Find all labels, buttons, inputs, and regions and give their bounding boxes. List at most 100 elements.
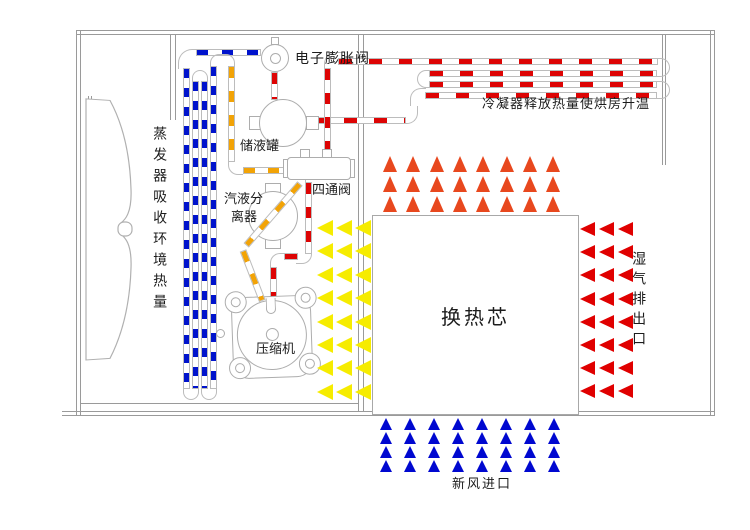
fresh-air-arrows (548, 418, 560, 474)
arrow-left-icon (599, 268, 614, 283)
arrow-left-icon (317, 220, 333, 236)
evaporator-top-ubend (192, 70, 208, 82)
arrow-up-icon (476, 460, 488, 472)
arrow-up-icon (380, 418, 392, 430)
evaporator-coil-tube (201, 81, 208, 389)
fan-hub (117, 221, 133, 237)
arrow-up-icon (522, 176, 537, 192)
arrow-up-icon (500, 432, 512, 444)
suction-pipe-vertical (228, 66, 235, 162)
arrow-up-icon (452, 156, 467, 172)
arrow-up-icon (499, 156, 514, 172)
condenser-airflow-arrows (452, 156, 467, 216)
top-left-duct-wall (170, 35, 176, 120)
arrow-left-icon (618, 314, 633, 329)
fresh-air-arrows (500, 418, 512, 474)
arrow-up-icon (404, 446, 416, 458)
enclosure-left-wall (76, 30, 81, 416)
discharge-pipe-horizontal (284, 253, 298, 260)
arrow-up-icon (380, 460, 392, 472)
arrow-up-icon (452, 196, 467, 212)
expansion-valve-stem (271, 37, 279, 45)
arrow-left-icon (580, 291, 595, 306)
arrow-up-icon (499, 196, 514, 212)
arrow-left-icon (618, 361, 633, 376)
four-way-valve (287, 157, 351, 180)
return-air-arrows (317, 360, 374, 377)
arrow-left-icon (580, 245, 595, 260)
arrow-up-icon (476, 418, 488, 430)
condenser-coil-tube (429, 81, 657, 88)
arrow-left-icon (336, 266, 352, 283)
arrow-up-icon (476, 176, 491, 192)
arrow-up-icon (524, 432, 536, 444)
pipe-bend (410, 88, 426, 106)
arrow-up-icon (524, 460, 536, 472)
pipe-bend (270, 253, 286, 269)
return-air-arrows (317, 383, 374, 400)
separator-label-line1: 汽液分 (224, 192, 264, 207)
condenser-coil-tube (425, 92, 657, 99)
return-air-arrows (317, 290, 374, 307)
fresh-air-arrows (404, 418, 416, 474)
condenser-coil-tube (429, 70, 657, 77)
heat-core-label: 换热芯 (441, 304, 510, 329)
arrow-up-icon (500, 446, 512, 458)
enclosure-top-wall (76, 30, 715, 35)
arrow-up-icon (404, 460, 416, 472)
arrow-left-icon (580, 222, 595, 236)
condenser-airflow-arrows (522, 156, 537, 216)
condenser-note-label: 冷凝器释放热量使烘房升温 (482, 97, 651, 112)
fresh-air-arrows (476, 418, 488, 474)
arrow-up-icon (522, 196, 537, 212)
receiver-tank-label: 储液罐 (240, 139, 280, 154)
fresh-air-arrows (452, 418, 464, 474)
evaporator-coil-tube (210, 66, 217, 389)
arrow-up-icon (476, 156, 491, 172)
fresh-air-arrows (380, 418, 392, 474)
exhaust-air-arrows (580, 245, 637, 260)
fresh-air-arrows (428, 418, 440, 474)
arrow-up-icon (500, 460, 512, 472)
arrow-up-icon (476, 196, 491, 212)
exhaust-air-arrows (580, 291, 637, 306)
condenser-left-ubend (417, 70, 430, 88)
arrow-up-icon (476, 432, 488, 444)
return-air-arrows (317, 337, 374, 353)
heat-exchange-core: 换热芯 (372, 215, 579, 415)
compressor-side-port (216, 329, 225, 338)
arrow-up-icon (429, 176, 444, 192)
arrow-left-icon (317, 313, 333, 330)
arrow-left-icon (336, 290, 352, 307)
arrow-left-icon (599, 222, 614, 236)
arrow-left-icon (580, 338, 595, 352)
arrow-left-icon (355, 220, 371, 236)
exhaust-air-arrows (580, 338, 637, 352)
arrow-left-icon (317, 360, 333, 377)
arrow-up-icon (548, 432, 560, 444)
arrow-left-icon (599, 245, 614, 260)
arrow-left-icon (618, 222, 633, 236)
condenser-coil-tube (338, 58, 658, 65)
compressor-label: 压缩机 (256, 342, 296, 357)
wet-air-outlet-label: 湿气排出口 (630, 251, 647, 351)
pipe-bend (324, 52, 342, 70)
arrow-left-icon (317, 337, 333, 353)
arrow-up-icon (383, 156, 397, 172)
condenser-riser-pipe (324, 68, 331, 160)
exhaust-air-arrows (580, 361, 637, 376)
exhaust-air-arrows (580, 384, 637, 399)
arrow-up-icon (548, 460, 560, 472)
arrow-left-icon (599, 338, 614, 352)
arrow-left-icon (336, 383, 352, 400)
arrow-left-icon (355, 266, 371, 283)
arrow-up-icon (406, 196, 421, 212)
arrow-left-icon (355, 337, 371, 353)
expansion-valve-core (270, 53, 281, 64)
condenser-bay-wall (662, 35, 666, 165)
arrow-up-icon (452, 176, 467, 192)
evaporator-bottom-ubend (201, 387, 217, 400)
arrow-up-icon (499, 176, 514, 192)
arrow-up-icon (429, 196, 444, 212)
